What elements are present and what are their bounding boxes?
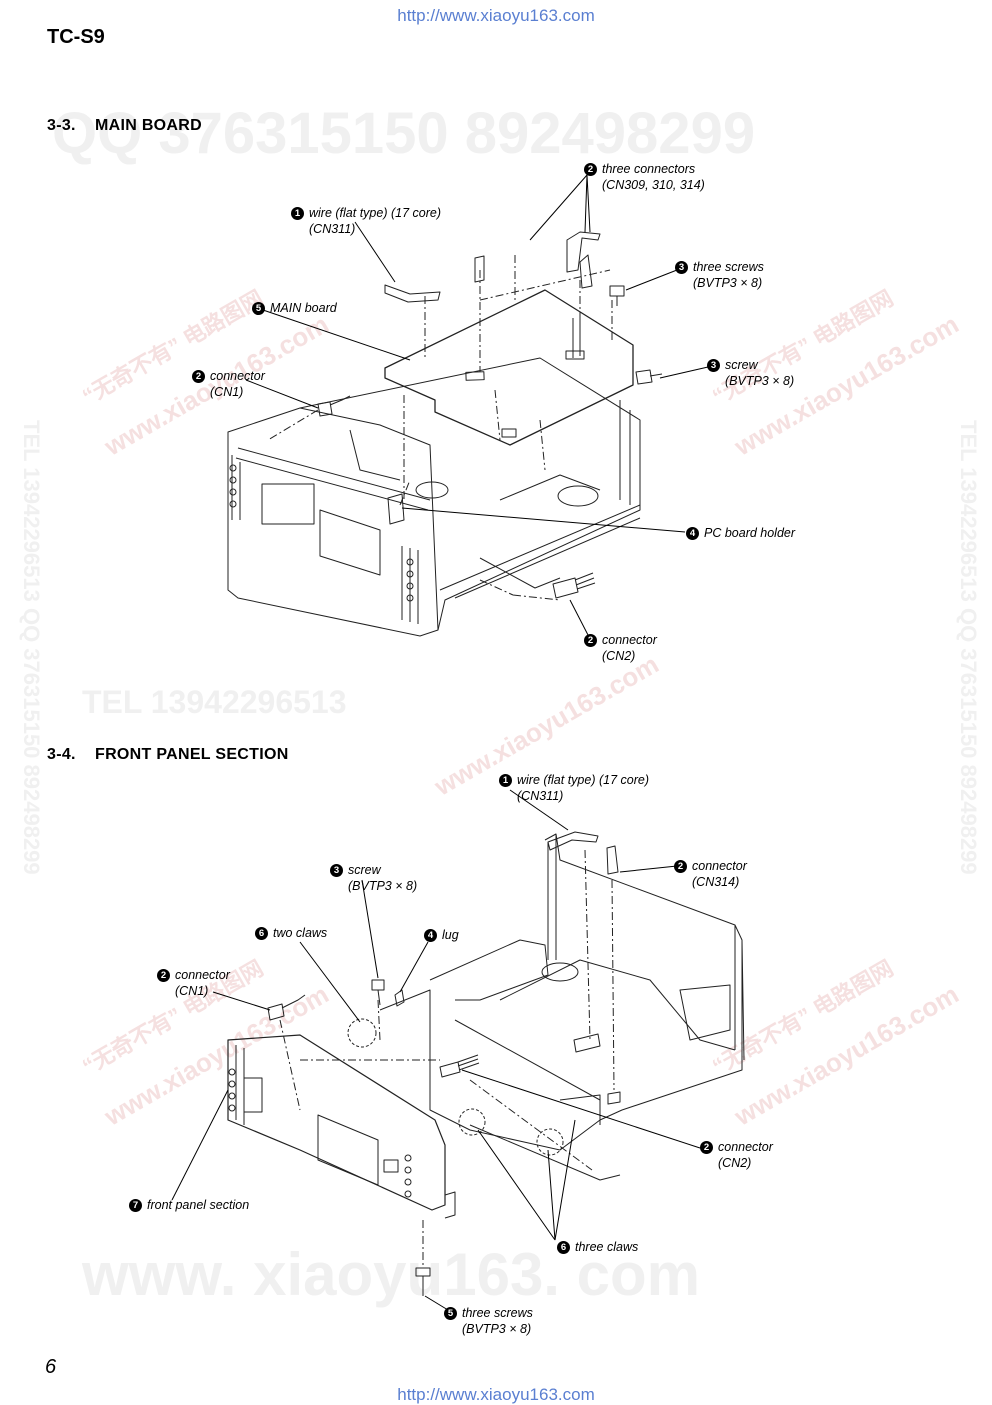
section-number: 3-3.	[47, 117, 76, 134]
callout-number: 2	[674, 860, 687, 873]
label-main-board: 5 MAIN board	[252, 300, 337, 316]
callout-number: 2	[157, 969, 170, 982]
label-text: connector	[718, 1140, 773, 1154]
label-three-screws: 5 three screws (BVTP3 × 8)	[444, 1305, 533, 1337]
label-detail: (CN2)	[718, 1156, 752, 1170]
footer-url[interactable]: http://www.xiaoyu163.com	[397, 1385, 595, 1404]
label-text: three connectors	[602, 162, 696, 176]
label-text: three claws	[575, 1240, 639, 1254]
label-detail: (BVTP3 × 8)	[693, 276, 763, 290]
label-text: three screws	[693, 260, 764, 274]
label-wire-flat: 1 wire (flat type) (17 core) (CN311)	[499, 772, 649, 804]
label-detail: (CN2)	[602, 649, 636, 663]
label-text: MAIN board	[270, 301, 337, 315]
label-wire-flat: 1 wire (flat type) (17 core) (CN311)	[291, 205, 441, 237]
section-heading: MAIN BOARD	[95, 117, 202, 134]
watermark-bottom: www. xiaoyu163. com	[82, 1241, 701, 1308]
section-heading: FRONT PANEL SECTION	[95, 746, 289, 763]
callout-number: 7	[129, 1199, 142, 1212]
label-text: wire (flat type) (17 core)	[309, 206, 441, 220]
label-three-screws: 3 three screws (BVTP3 × 8)	[675, 259, 764, 291]
label-text: connector	[692, 859, 747, 873]
header-url[interactable]: http://www.xiaoyu163.com	[397, 6, 595, 25]
label-front-panel-section: 7 front panel section	[129, 1197, 249, 1213]
callout-number: 4	[686, 527, 699, 540]
label-connector-cn2: 2 connector (CN2)	[700, 1139, 773, 1171]
label-text: screw	[348, 863, 381, 877]
label-detail: (BVTP3 × 8)	[462, 1322, 532, 1336]
label-two-claws: 6 two claws	[255, 925, 327, 941]
section-title-front-panel: 3-4. FRONT PANEL SECTION	[47, 746, 289, 764]
callout-number: 2	[700, 1141, 713, 1154]
label-text: connector	[602, 633, 657, 647]
watermark-tel-vertical-right: TEL 13942296513 QQ 376315150 892498299	[956, 420, 981, 875]
callout-number: 1	[499, 774, 512, 787]
callout-number: 3	[330, 864, 343, 877]
label-detail: (CN1)	[175, 984, 209, 998]
label-connector-cn314: 2 connector (CN314)	[674, 858, 747, 890]
label-detail: (BVTP3 × 8)	[348, 879, 418, 893]
watermark-tel-vertical-left: TEL 13942296513 QQ 376315150 892498299	[19, 420, 44, 875]
label-detail: (BVTP3 × 8)	[725, 374, 795, 388]
front-panel-diagram	[171, 789, 745, 1311]
label-text: three screws	[462, 1306, 533, 1320]
callout-number: 6	[255, 927, 268, 940]
label-text: PC board holder	[704, 526, 796, 540]
label-connector-cn1: 2 connector (CN1)	[192, 368, 265, 400]
callout-number: 3	[675, 261, 688, 274]
main-board-diagram	[227, 174, 709, 637]
label-text: connector	[210, 369, 265, 383]
section-title-main-board: 3-3. MAIN BOARD	[47, 117, 202, 135]
label-text: two claws	[273, 926, 328, 940]
label-detail: (CN314)	[692, 875, 740, 889]
section-number: 3-4.	[47, 746, 76, 763]
label-screw: 3 screw (BVTP3 × 8)	[707, 357, 794, 389]
label-lug: 4 lug	[424, 927, 459, 943]
label-detail: (CN1)	[210, 385, 244, 399]
watermark-qq: QQ 376315150 892498299	[52, 101, 756, 166]
label-three-claws: 6 three claws	[557, 1239, 638, 1255]
label-connector-cn1: 2 connector (CN1)	[157, 967, 230, 999]
label-connector-cn2: 2 connector (CN2)	[584, 632, 657, 664]
label-text: screw	[725, 358, 758, 372]
label-text: wire (flat type) (17 core)	[517, 773, 649, 787]
callout-number: 5	[252, 302, 265, 315]
label-pc-board-holder: 4 PC board holder	[686, 525, 795, 541]
label-text: lug	[442, 928, 459, 942]
callout-number: 6	[557, 1241, 570, 1254]
label-detail: (CN309, 310, 314)	[602, 178, 705, 192]
callout-number: 2	[584, 163, 597, 176]
label-text: front panel section	[147, 1198, 250, 1212]
model-title: TC-S9	[47, 26, 105, 48]
label-detail: (CN311)	[309, 222, 356, 236]
watermark-tel-mid: TEL 13942296513	[82, 684, 347, 720]
label-screw: 3 screw (BVTP3 × 8)	[330, 862, 417, 894]
label-detail: (CN311)	[517, 789, 564, 803]
callout-number: 2	[192, 370, 205, 383]
callout-number: 1	[291, 207, 304, 220]
callout-number: 3	[707, 359, 720, 372]
label-three-connectors: 2 three connectors (CN309, 310, 314)	[584, 161, 705, 193]
callout-number: 5	[444, 1307, 457, 1320]
callout-number: 2	[584, 634, 597, 647]
label-text: connector	[175, 968, 230, 982]
callout-number: 4	[424, 929, 437, 942]
page-number: 6	[45, 1356, 57, 1378]
